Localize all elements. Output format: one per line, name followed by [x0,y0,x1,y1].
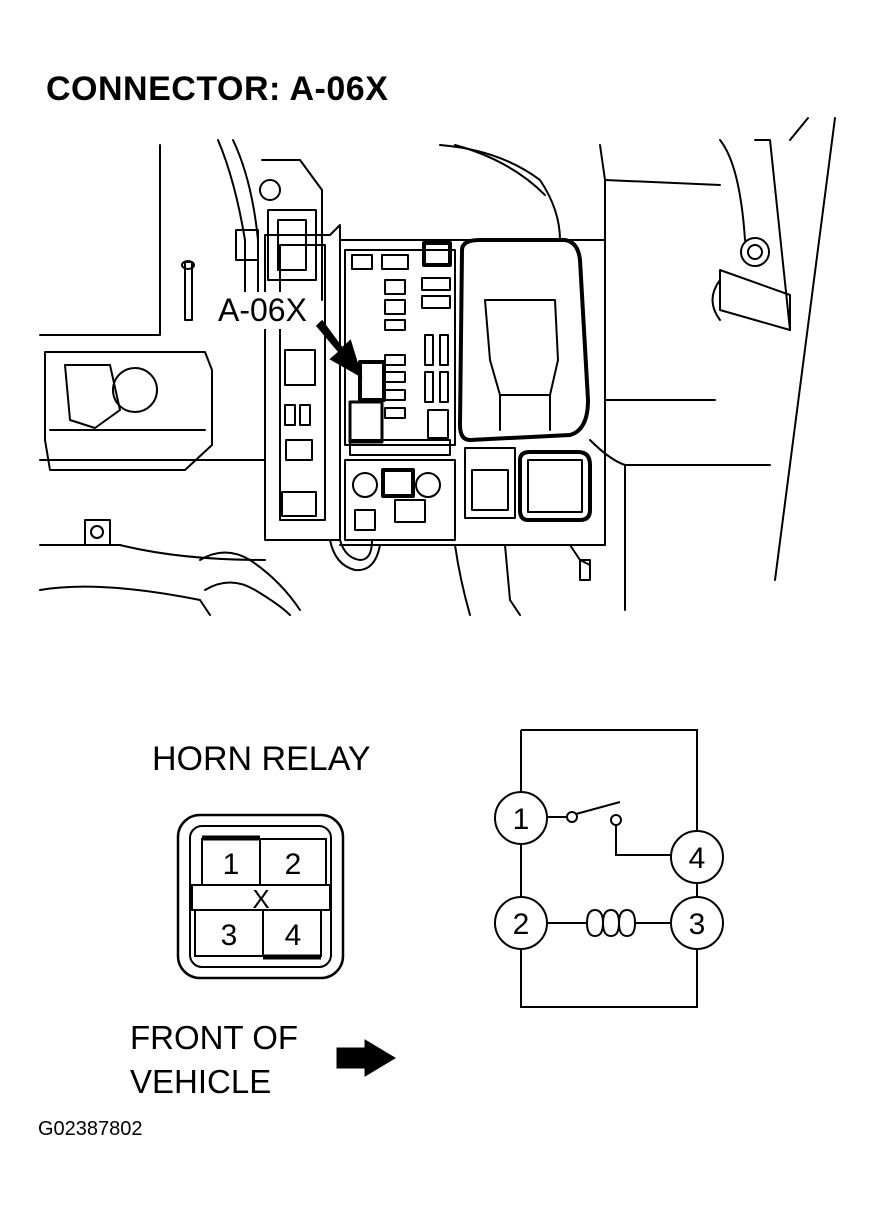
connector-pin-3-label: 3 [221,919,238,952]
front-label-line-1: FRONT OF [130,1019,299,1056]
connector-pin-2-label: 2 [285,848,302,881]
connector-center-mark: X [252,884,269,914]
terminal-2-circle [494,896,548,950]
connector-outer-shell [176,813,345,980]
terminal-2-label: 2 [513,908,530,941]
terminal-1-circle [494,791,548,845]
schematic-top-wire [521,729,698,832]
connector-pin-4-label: 4 [285,919,302,952]
page-title: CONNECTOR: A-06X [46,70,389,108]
terminal-3-circle [670,896,724,950]
connector-callout-label: A-06X [214,292,311,329]
front-label-line-2: VEHICLE [130,1063,272,1100]
terminal-4-label: 4 [689,842,706,875]
terminal-1-label: 1 [513,803,530,836]
switch-contact-arm [575,801,621,815]
schematic-bottom-wire [520,949,698,1008]
terminal-4-circle [670,830,724,884]
front-of-vehicle-label: FRONT OF VEHICLE [130,1016,298,1104]
terminal-3-label: 3 [689,908,706,941]
figure-id: G02387802 [38,1118,143,1140]
connector-pin-1-label: 1 [223,848,240,881]
horn-relay-title: HORN RELAY [152,740,371,778]
